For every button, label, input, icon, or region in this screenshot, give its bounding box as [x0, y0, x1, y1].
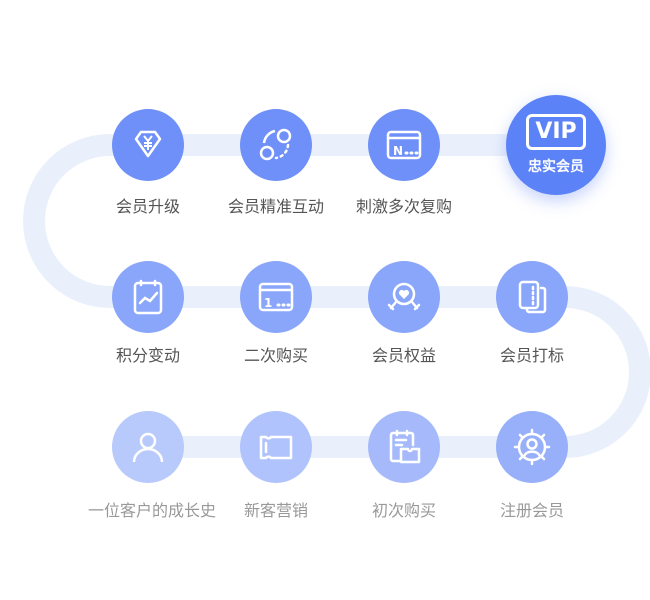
interaction-circles-icon — [259, 128, 292, 161]
step-label: 会员权益 — [371, 346, 437, 365]
receipt-icon — [389, 429, 421, 464]
step-label: 会员精准互动 — [227, 197, 325, 216]
step-label: 二次购买 — [243, 346, 309, 365]
heart-badge-icon — [387, 282, 421, 311]
step-register-member — [496, 411, 568, 483]
step-loyal-member: VIP 忠实会员 — [506, 95, 606, 195]
user-target-icon — [513, 428, 551, 466]
tag-card-icon — [518, 280, 547, 314]
step-points-change — [112, 261, 184, 333]
step-label: 一位客户的成长史 — [87, 501, 217, 520]
step-label: 初次购买 — [371, 501, 437, 520]
step-label: 刺激多次复购 — [355, 197, 453, 216]
step-member-tagging — [496, 261, 568, 333]
window-1-icon: 1 — [258, 282, 294, 312]
chart-calendar-icon — [133, 279, 163, 315]
step-label: 注册会员 — [499, 501, 565, 520]
yen-diamond-icon — [134, 130, 162, 158]
step-label: 会员打标 — [499, 346, 565, 365]
step-new-customer-marketing — [240, 411, 312, 483]
step-repurchase: N — [368, 109, 440, 181]
step-customer-growth-story — [112, 411, 184, 483]
step-label: 会员升级 — [115, 197, 181, 216]
window-n-icon: N — [386, 130, 422, 160]
step-label: 新客营销 — [243, 501, 309, 520]
step-precise-interaction — [240, 109, 312, 181]
step-member-benefits — [368, 261, 440, 333]
vip-badge: VIP — [526, 114, 586, 150]
vip-label: 忠实会员 — [528, 159, 584, 175]
step-member-upgrade — [112, 109, 184, 181]
svg-text:1: 1 — [264, 296, 272, 310]
step-label: 积分变动 — [115, 346, 181, 365]
svg-text:N: N — [393, 144, 403, 158]
step-first-purchase — [368, 411, 440, 483]
user-icon — [132, 432, 164, 463]
ticket-icon — [259, 435, 293, 460]
step-second-purchase: 1 — [240, 261, 312, 333]
